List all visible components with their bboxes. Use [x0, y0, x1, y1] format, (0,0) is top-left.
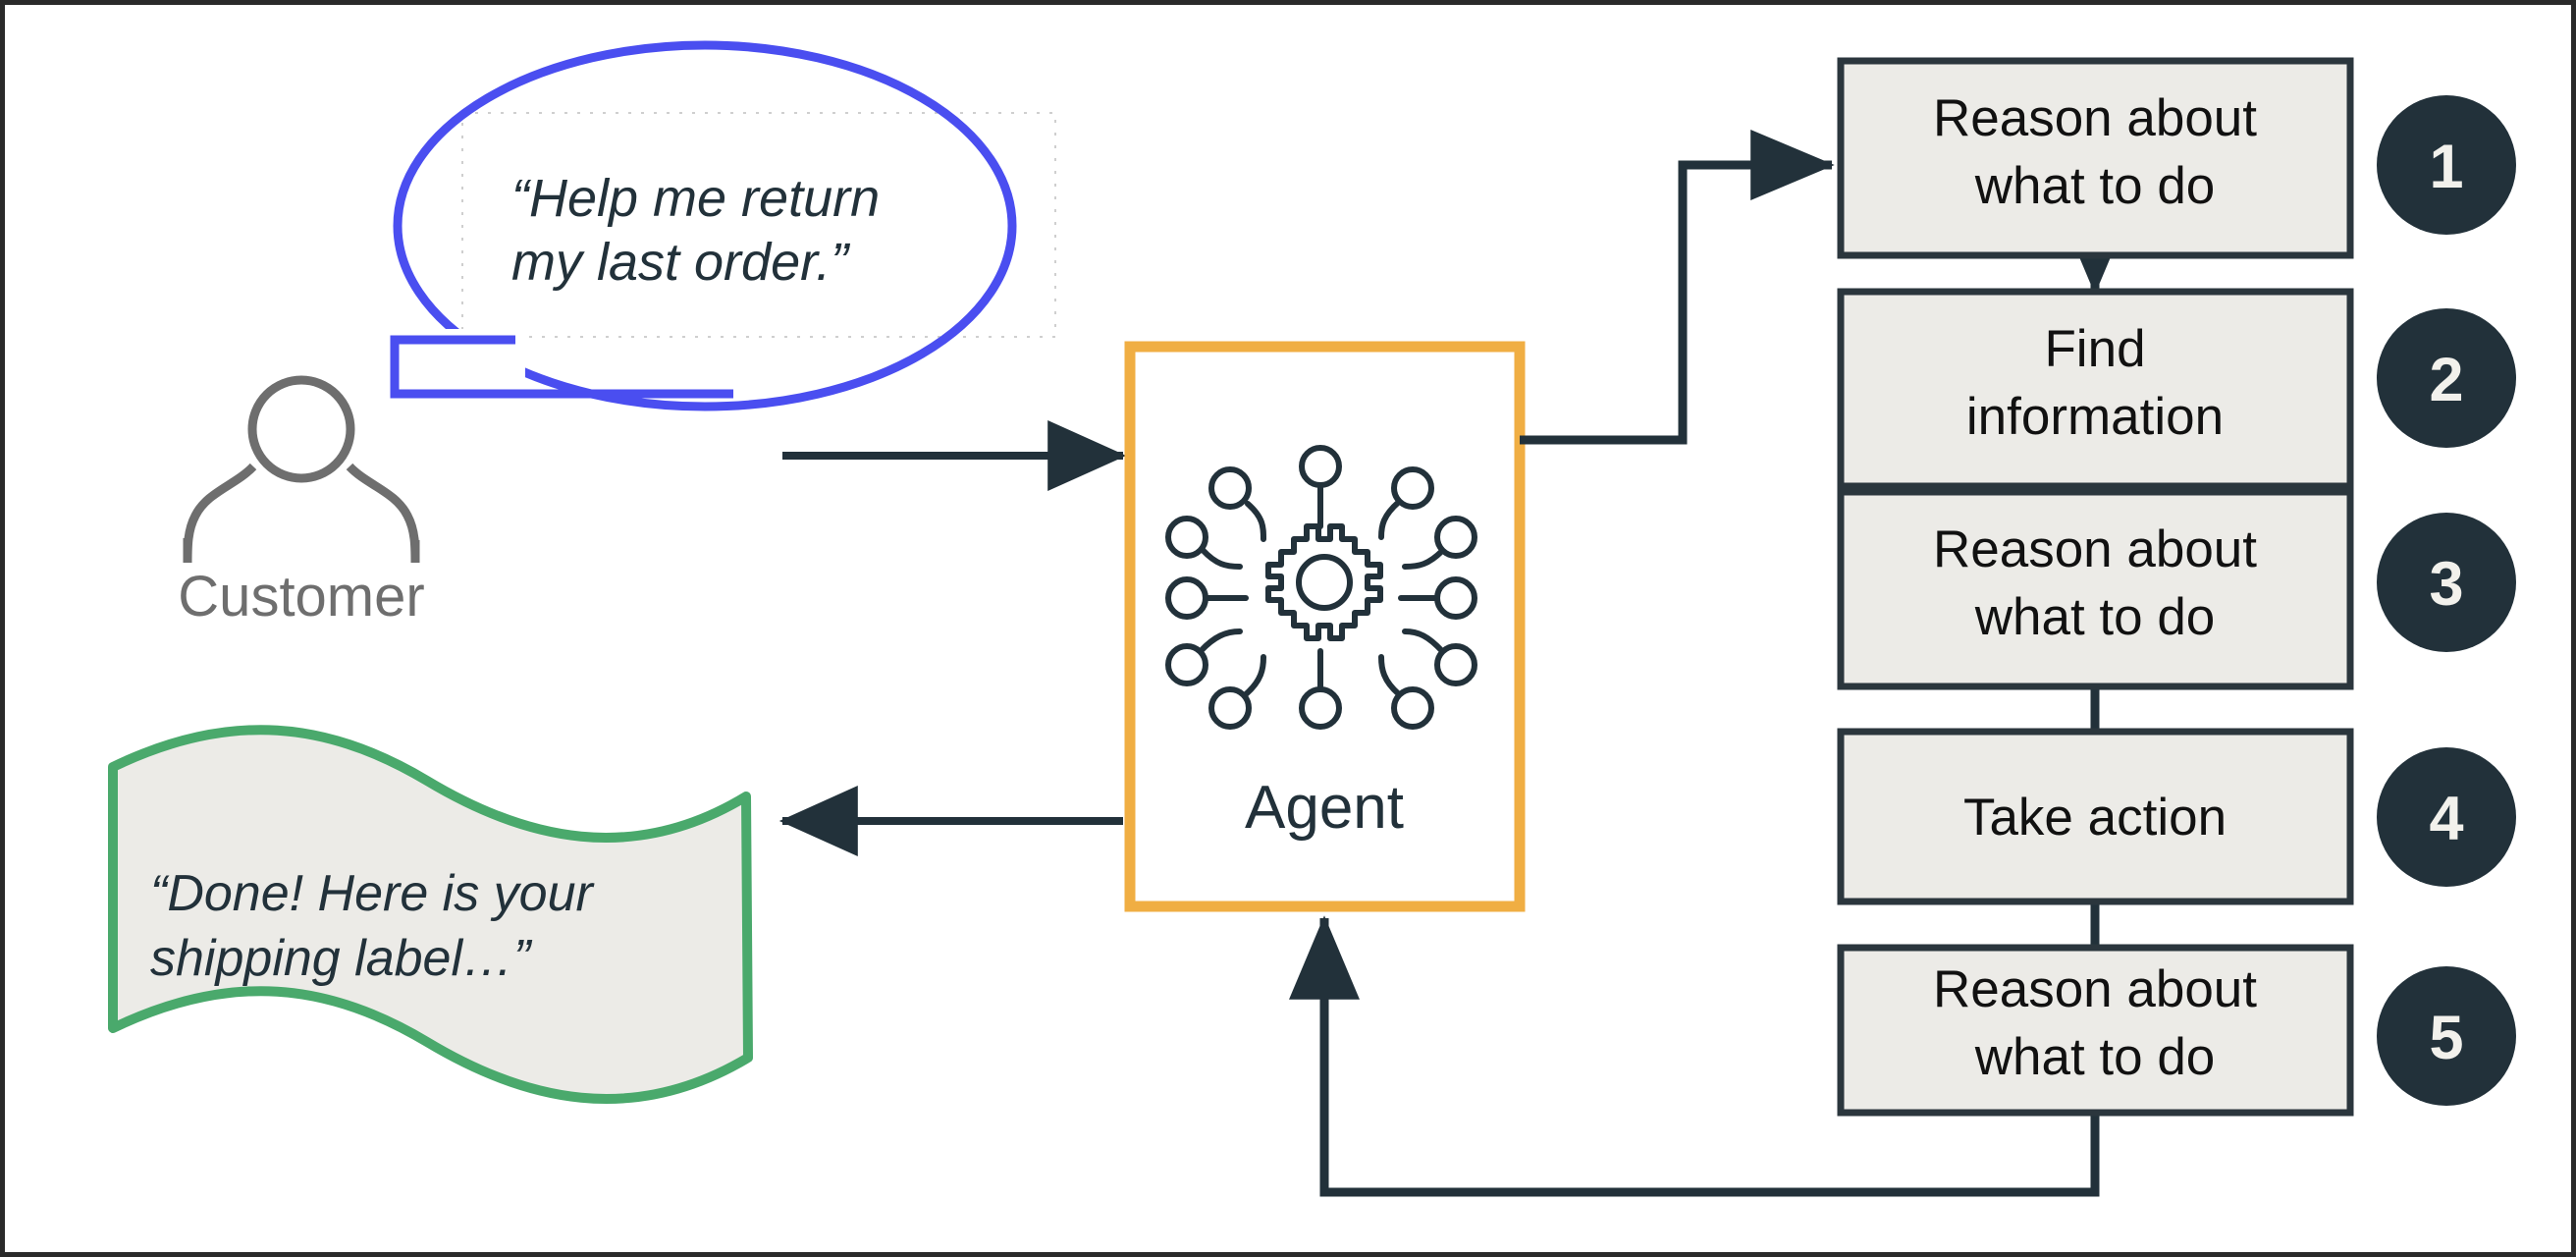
step-label-line-1: Reason about [1933, 960, 2257, 1018]
wavy-flag-shape [108, 725, 753, 1104]
step-label-line-2: what to do [1974, 157, 2216, 215]
step-1[interactable]: Reason about what to do 1 [1837, 57, 2516, 259]
step-badge [2377, 966, 2516, 1106]
agent-label: Agent [1245, 774, 1404, 842]
step-label-line-1: Reason about [1933, 89, 2257, 147]
step-5[interactable]: Reason about what to do 5 [1837, 944, 2516, 1117]
agent-box[interactable] [1124, 341, 1526, 912]
step-label-line-1: Take action [1963, 789, 2227, 847]
step-label-line-1: Reason about [1933, 520, 2257, 578]
speech-bubble-ellipse [393, 40, 1017, 411]
step-badge-number: 5 [2429, 1004, 2463, 1072]
step-badge-number: 3 [2429, 550, 2463, 619]
step-box[interactable] [1837, 944, 2354, 1117]
step-label-line-2: information [1966, 388, 2224, 446]
step-badge [2377, 308, 2516, 448]
step-4[interactable]: Take action 4 [1837, 728, 2516, 905]
network-hub-icon [1165, 445, 1477, 730]
step-badge [2377, 95, 2516, 235]
connector-step-5-to-agent [1289, 915, 2100, 1197]
step-badge [2377, 513, 2516, 652]
connector-agent-to-step-1 [1520, 130, 1835, 445]
customer-speech-bubble: “Help me return my last order.” [390, 40, 1056, 411]
customer-label: Customer [178, 565, 424, 628]
step-box[interactable] [1837, 57, 2354, 259]
step-badge-number: 2 [2429, 346, 2463, 414]
step-2[interactable]: Find information 2 [1837, 288, 2516, 490]
step-box[interactable] [1837, 288, 2354, 490]
step-badge-number: 1 [2429, 133, 2463, 201]
reply-banner-line-2: shipping label…” [150, 930, 533, 987]
step-label-line-1: Find [2044, 320, 2145, 378]
step-3[interactable]: Reason about what to do 3 [1837, 488, 2516, 690]
speech-text-guide [461, 112, 1056, 338]
person-icon [183, 375, 420, 564]
step-box[interactable] [1837, 488, 2354, 690]
step-badge [2377, 747, 2516, 887]
step-badge-number: 4 [2429, 785, 2463, 853]
agent-node[interactable]: Agent [1124, 341, 1526, 912]
step-label-line-2: what to do [1974, 588, 2216, 646]
speech-bubble-line-1: “Help me return [511, 169, 880, 228]
agent-loop-diagram: “Help me return my last order.” Customer [108, 40, 2516, 1197]
step-label-line-2: what to do [1974, 1028, 2216, 1086]
customer-figure: Customer [178, 375, 425, 628]
reply-banner-line-1: “Done! Here is your [150, 865, 596, 922]
reply-banner: “Done! Here is your shipping label…” [108, 725, 753, 1104]
speech-bubble-line-2: my last order.” [511, 233, 850, 292]
step-box[interactable] [1837, 728, 2354, 905]
